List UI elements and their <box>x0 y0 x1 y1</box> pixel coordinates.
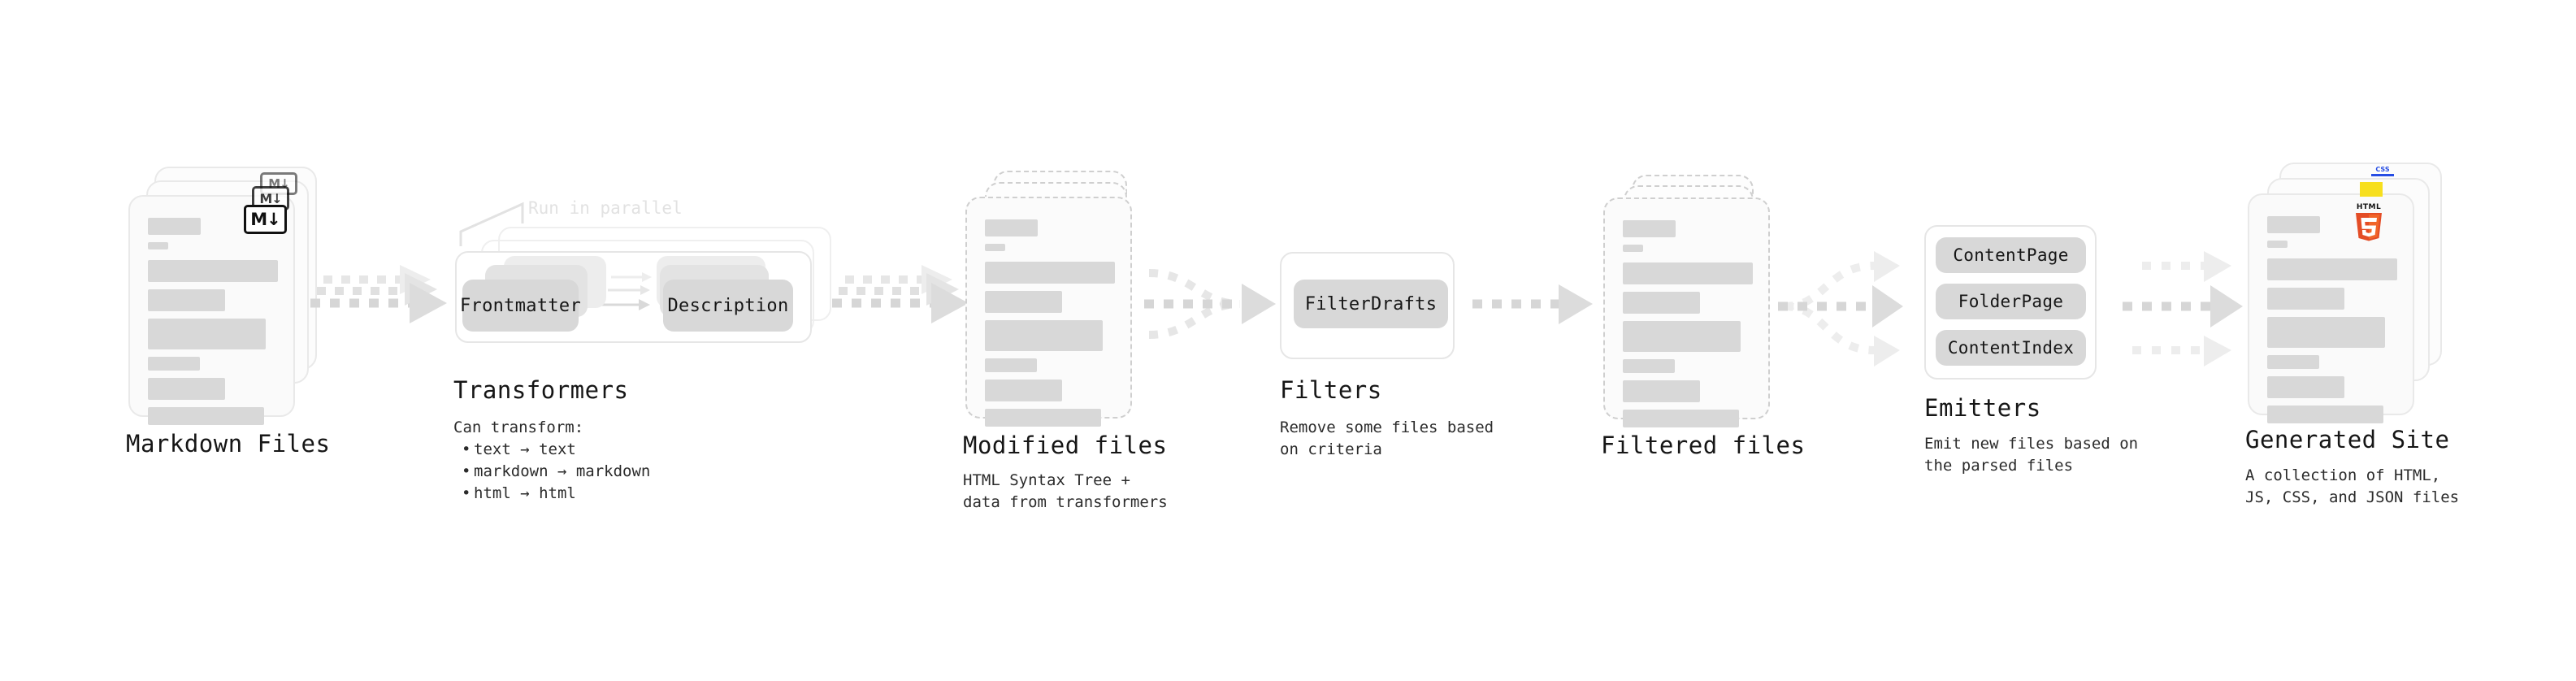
emitter-pill-folderpage[interactable]: FolderPage <box>1936 284 2086 319</box>
markdown-file-card-front <box>128 195 295 425</box>
arrow-md-to-transformers <box>310 265 447 323</box>
svg-text:HTML: HTML <box>2357 203 2381 211</box>
transformers-bullet-0: text → text <box>460 439 650 461</box>
transformer-pill-frontmatter[interactable]: Frontmatter <box>460 280 581 332</box>
markdown-file-content <box>148 218 278 432</box>
generated-site-title: Generated Site <box>2245 426 2450 453</box>
filtered-file-card-front <box>1603 197 1770 427</box>
emitter-pill-contentindex[interactable]: ContentIndex <box>1936 330 2086 366</box>
transformers-bullets: text → text markdown → markdown html → h… <box>460 439 650 505</box>
generated-site-card-front <box>2248 193 2414 423</box>
filtered-file-content <box>1623 220 1753 435</box>
arrow-filters-to-filtered <box>1472 284 1593 324</box>
css-logo-icon: CSS <box>2371 167 2394 178</box>
filters-subtitle: Remove some files based on criteria <box>1280 419 1494 458</box>
emitters-title: Emitters <box>1924 394 2041 422</box>
run-in-parallel-label: Run in parallel <box>528 198 683 218</box>
transformers-inner-arrows <box>601 272 652 310</box>
arrow-filtered-to-emitters <box>1778 251 1903 367</box>
emitter-pill-contentpage[interactable]: ContentPage <box>1936 237 2086 273</box>
filter-pill-filterdrafts[interactable]: FilterDrafts <box>1294 280 1448 328</box>
arrow-transformers-to-modified <box>832 265 969 323</box>
arrow-modified-to-filters <box>1144 269 1276 339</box>
markdown-files-title: Markdown Files <box>126 430 331 458</box>
emitters-subtitle: Emit new files based on the parsed files <box>1924 435 2139 475</box>
filtered-files-title: Filtered files <box>1601 432 1806 459</box>
modified-file-card-front <box>965 197 1132 427</box>
markdown-logo-icon: M↓ <box>244 205 287 234</box>
transformers-title: Transformers <box>453 376 629 404</box>
transformers-subtitle: Can transform: <box>453 419 584 436</box>
modified-file-content <box>985 219 1115 434</box>
transformers-bullet-1: markdown → markdown <box>460 461 650 483</box>
html5-logo-icon: HTML <box>2356 203 2382 241</box>
generated-site-subtitle: A collection of HTML, JS, CSS, and JSON … <box>2245 466 2460 506</box>
run-in-parallel-bracket <box>459 202 524 246</box>
filters-title: Filters <box>1280 376 1382 404</box>
arrow-emitters-to-site <box>2123 251 2243 367</box>
generated-site-content <box>2267 216 2397 431</box>
modified-files-subtitle: HTML Syntax Tree + data from transformer… <box>963 471 1168 511</box>
modified-files-title: Modified files <box>963 432 1168 459</box>
transformers-bullet-2: html → html <box>460 483 650 505</box>
javascript-logo-icon <box>2360 182 2383 197</box>
transformer-pill-description[interactable]: Description <box>663 280 793 332</box>
